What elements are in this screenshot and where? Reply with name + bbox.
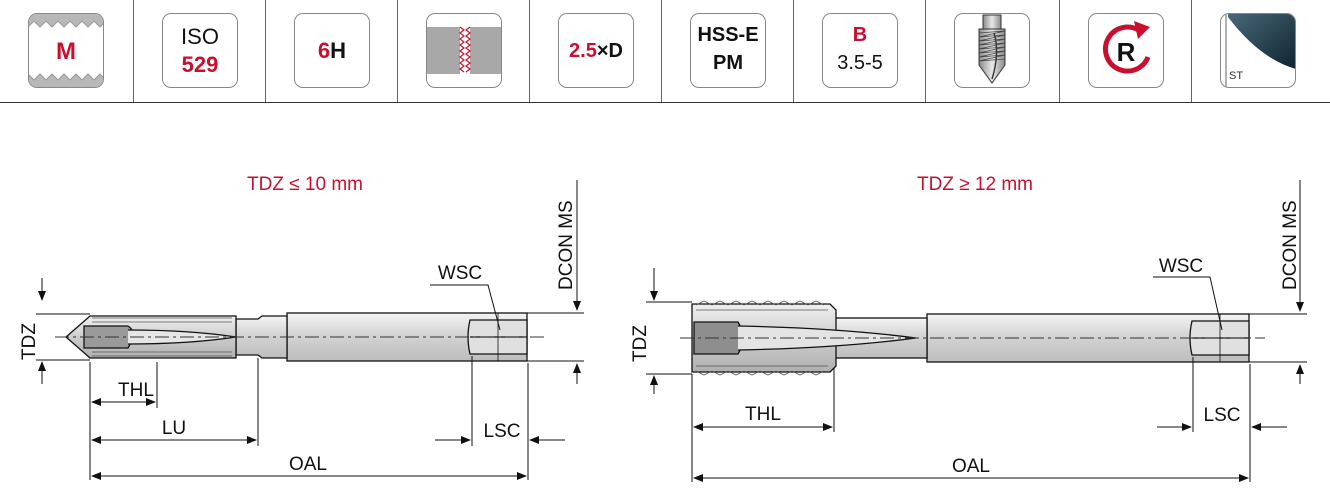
standard-line1: ISO [181, 24, 219, 49]
right-wsc-label: WSC [1159, 256, 1203, 277]
rotation-icon: R [1088, 13, 1164, 88]
tap-type-cell [926, 0, 1060, 102]
rotation-cell: R [1060, 0, 1192, 102]
thread-profile-icon: M [28, 13, 104, 88]
spiral-point-tap-icon [954, 13, 1030, 88]
thread-cut-cell [398, 0, 530, 102]
material-cell: HSS-E PM [662, 0, 794, 102]
standard-cell: ISO 529 [134, 0, 266, 102]
standard-line2: 529 [181, 52, 219, 77]
thread-profile-cell: M [0, 0, 134, 102]
right-tap-drawing [691, 300, 1250, 376]
depth-suffix: ×D [596, 40, 623, 62]
left-tap-drawing [65, 312, 528, 362]
left-lu-label: LU [162, 418, 186, 439]
depth-cell: 2.5×D [530, 0, 662, 102]
left-thl-label: THL [118, 380, 154, 401]
thread-cut-icon [426, 13, 502, 88]
material-line1: HSS-E [697, 24, 759, 46]
left-wsc-label: WSC [438, 263, 482, 284]
thread-profile-label: M [56, 38, 76, 65]
left-title: TDZ ≤ 10 mm [247, 174, 363, 195]
left-tdz-label: TDZ [19, 323, 40, 360]
chamfer-letter: B [852, 24, 868, 46]
tolerance-label: 6H [295, 38, 369, 64]
chamfer-cell: B 3.5-5 [794, 0, 926, 102]
left-dcon-label: DCON MS [556, 200, 577, 290]
depth-label: 2.5×D [559, 40, 633, 63]
right-oal-label: OAL [952, 456, 990, 477]
tolerance-letter: H [330, 38, 347, 63]
left-lsc-label: LSC [484, 421, 521, 442]
depth-icon: 2.5×D [558, 13, 634, 88]
material-icon: HSS-E PM [690, 13, 766, 88]
depth-num: 2.5 [569, 40, 597, 62]
coating-cell: ST [1192, 0, 1330, 102]
chamfer-range: 3.5-5 [837, 52, 883, 74]
tolerance-num: 6 [317, 38, 331, 63]
chamfer-icon: B 3.5-5 [822, 13, 898, 88]
feature-icon-strip: M ISO 529 6H 2.5×D [0, 0, 1330, 103]
material-line2: PM [713, 52, 743, 74]
tolerance-icon: 6H [294, 13, 370, 88]
coating-label: ST [1229, 70, 1244, 82]
right-tdz-label: TDZ [630, 325, 651, 362]
rotation-label: R [1116, 37, 1136, 67]
right-lsc-label: LSC [1204, 405, 1241, 426]
standard-icon: ISO 529 [162, 13, 238, 88]
right-title: TDZ ≥ 12 mm [917, 174, 1033, 195]
right-thl-label: THL [745, 404, 781, 425]
right-dcon-label: DCON MS [1280, 200, 1301, 290]
left-oal-label: OAL [289, 454, 327, 475]
tolerance-cell: 6H [266, 0, 398, 102]
coating-icon: ST [1220, 13, 1296, 88]
